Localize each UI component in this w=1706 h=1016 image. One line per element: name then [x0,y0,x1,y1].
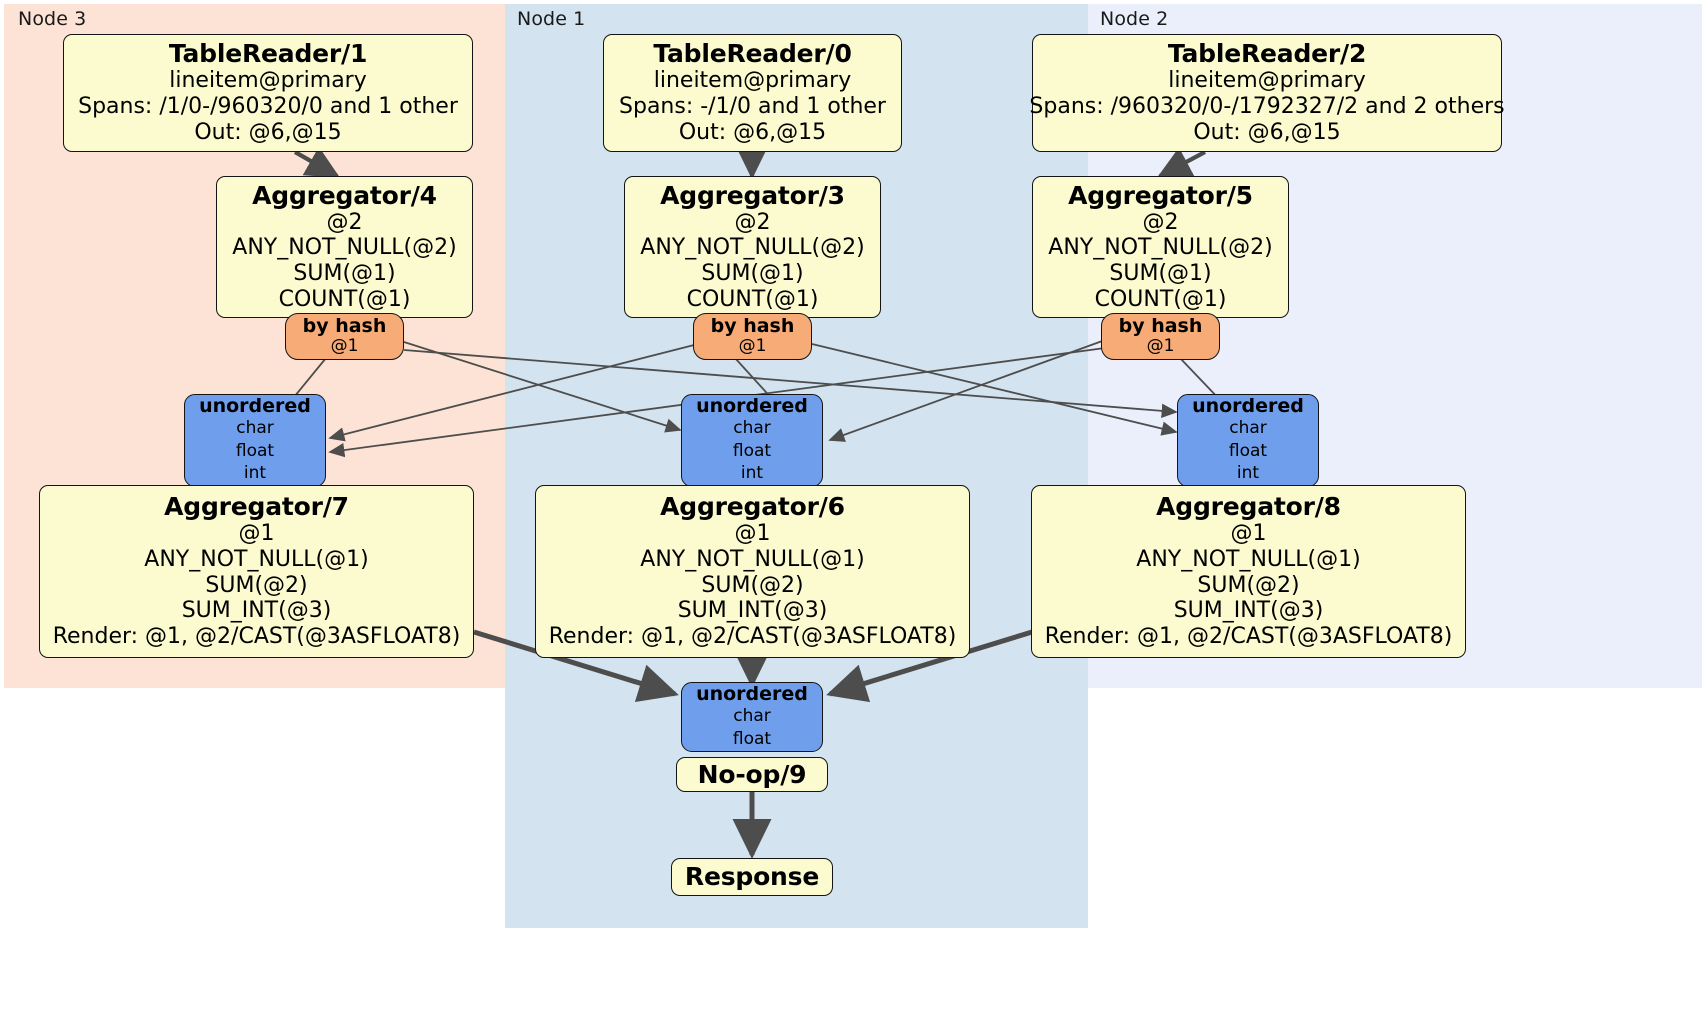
panel-label-node-3: Node 3 [18,8,87,30]
router-unordered-node2[interactable]: unordered char float int [1177,394,1319,487]
processor-response[interactable]: Response [671,858,833,896]
processor-title: Aggregator/7 [164,492,349,522]
processor-detail-line: Out: @6,@15 [194,119,342,145]
processor-detail-line: @2 [1142,209,1179,235]
processor-title: Aggregator/6 [660,492,845,522]
processor-detail-line: COUNT(@1) [278,286,411,312]
processor-aggregator-4[interactable]: Aggregator/4 @2 ANY_NOT_NULL(@2) SUM(@1)… [216,176,473,318]
processor-detail-line: SUM(@2) [701,572,804,598]
processor-detail-line: lineitem@primary [1168,68,1366,94]
processor-detail-line: ANY_NOT_NULL(@2) [232,235,457,261]
router-detail-line: char [1229,418,1267,439]
processor-detail-line: SUM_INT(@3) [677,598,828,624]
processor-title: TableReader/0 [653,39,852,69]
processor-title: Aggregator/8 [1156,492,1341,522]
processor-title: TableReader/1 [168,39,368,69]
processor-aggregator-6[interactable]: Aggregator/6 @1 ANY_NOT_NULL(@1) SUM(@2)… [535,485,970,658]
router-by-hash-node3[interactable]: by hash @1 [285,313,404,360]
processor-detail-line: ANY_NOT_NULL(@1) [144,546,369,572]
router-detail-line: @1 [738,336,767,357]
processor-detail-line: SUM(@2) [1197,572,1300,598]
processor-detail-line: ANY_NOT_NULL(@1) [640,546,865,572]
processor-detail-line: SUM_INT(@3) [1173,598,1324,624]
processor-title: Aggregator/5 [1068,180,1253,210]
panel-label-node-2: Node 2 [1100,8,1169,30]
router-detail-line: char [733,706,771,727]
processor-noop-9[interactable]: No-op/9 [676,757,828,792]
processor-detail-line: Render: @1, @2/CAST(@3ASFLOAT8) [52,624,461,650]
processor-detail-line: SUM(@1) [1109,261,1212,286]
router-title: by hash [710,315,795,338]
processor-detail-line: @2 [734,209,771,235]
processor-title: No-op/9 [697,759,807,789]
router-detail-line: @1 [330,336,359,357]
router-detail-line: float [732,440,772,461]
router-by-hash-node1[interactable]: by hash @1 [693,313,812,360]
processor-detail-line: Spans: /1/0-/960320/0 and 1 other [78,94,458,120]
router-title: by hash [302,315,387,338]
processor-tablereader-1[interactable]: TableReader/1 lineitem@primary Spans: /1… [63,34,473,152]
processor-detail-line: Out: @6,@15 [678,119,827,145]
processor-detail-line: Spans: /960320/0-/1792327/2 and 2 others [1029,94,1505,120]
processor-title: TableReader/2 [1167,39,1367,69]
router-by-hash-node2[interactable]: by hash @1 [1101,313,1220,360]
processor-detail-line: ANY_NOT_NULL(@2) [1048,235,1273,261]
router-title: unordered [1192,395,1304,418]
processor-detail-line: lineitem@primary [653,68,852,94]
processor-aggregator-8[interactable]: Aggregator/8 @1 ANY_NOT_NULL(@1) SUM(@2)… [1031,485,1466,658]
router-unordered-node1[interactable]: unordered char float int [681,394,823,487]
processor-detail-line: ANY_NOT_NULL(@1) [1136,546,1361,572]
router-detail-line: int [1236,463,1260,484]
processor-aggregator-7[interactable]: Aggregator/7 @1 ANY_NOT_NULL(@1) SUM(@2)… [39,485,474,658]
processor-aggregator-5[interactable]: Aggregator/5 @2 ANY_NOT_NULL(@2) SUM(@1)… [1032,176,1289,318]
router-unordered-node3[interactable]: unordered char float int [184,394,326,487]
router-title: unordered [696,395,808,418]
router-detail-line: char [733,418,771,439]
processor-detail-line: Out: @6,@15 [1193,119,1341,145]
processor-detail-line: Render: @1, @2/CAST(@3ASFLOAT8) [548,624,957,650]
processor-detail-line: COUNT(@1) [686,286,819,312]
processor-detail-line: SUM(@1) [701,261,804,286]
processor-detail-line: lineitem@primary [169,68,367,94]
processor-tablereader-2[interactable]: TableReader/2 lineitem@primary Spans: /9… [1029,34,1505,152]
router-unordered-final[interactable]: unordered char float [681,682,823,752]
router-detail-line: char [236,418,274,439]
router-title: by hash [1118,315,1203,338]
processor-detail-line: Render: @1, @2/CAST(@3ASFLOAT8) [1044,624,1453,650]
router-detail-line: float [732,728,772,749]
processor-detail-line: SUM_INT(@3) [181,598,332,624]
processor-detail-line: Spans: -/1/0 and 1 other [619,94,886,120]
router-detail-line: float [235,440,275,461]
router-detail-line: @1 [1146,336,1175,357]
processor-title: Aggregator/3 [660,180,845,210]
processor-detail-line: COUNT(@1) [1094,286,1227,312]
processor-aggregator-3[interactable]: Aggregator/3 @2 ANY_NOT_NULL(@2) SUM(@1)… [624,176,881,318]
processor-title: Response [684,862,820,892]
processor-tablereader-0[interactable]: TableReader/0 lineitem@primary Spans: -/… [603,34,902,152]
router-title: unordered [199,395,311,418]
processor-detail-line: @1 [238,521,275,547]
processor-detail-line: SUM(@1) [293,261,396,286]
processor-detail-line: @1 [734,521,771,547]
router-detail-line: float [1228,440,1268,461]
processor-title: Aggregator/4 [252,180,437,210]
processor-detail-line: SUM(@2) [205,572,308,598]
processor-detail-line: @2 [326,209,363,235]
router-title: unordered [696,682,808,705]
processor-detail-line: ANY_NOT_NULL(@2) [640,235,865,261]
panel-label-node-1: Node 1 [517,8,586,30]
processor-detail-line: @1 [1230,521,1267,547]
router-detail-line: int [243,463,267,484]
router-detail-line: int [740,463,764,484]
